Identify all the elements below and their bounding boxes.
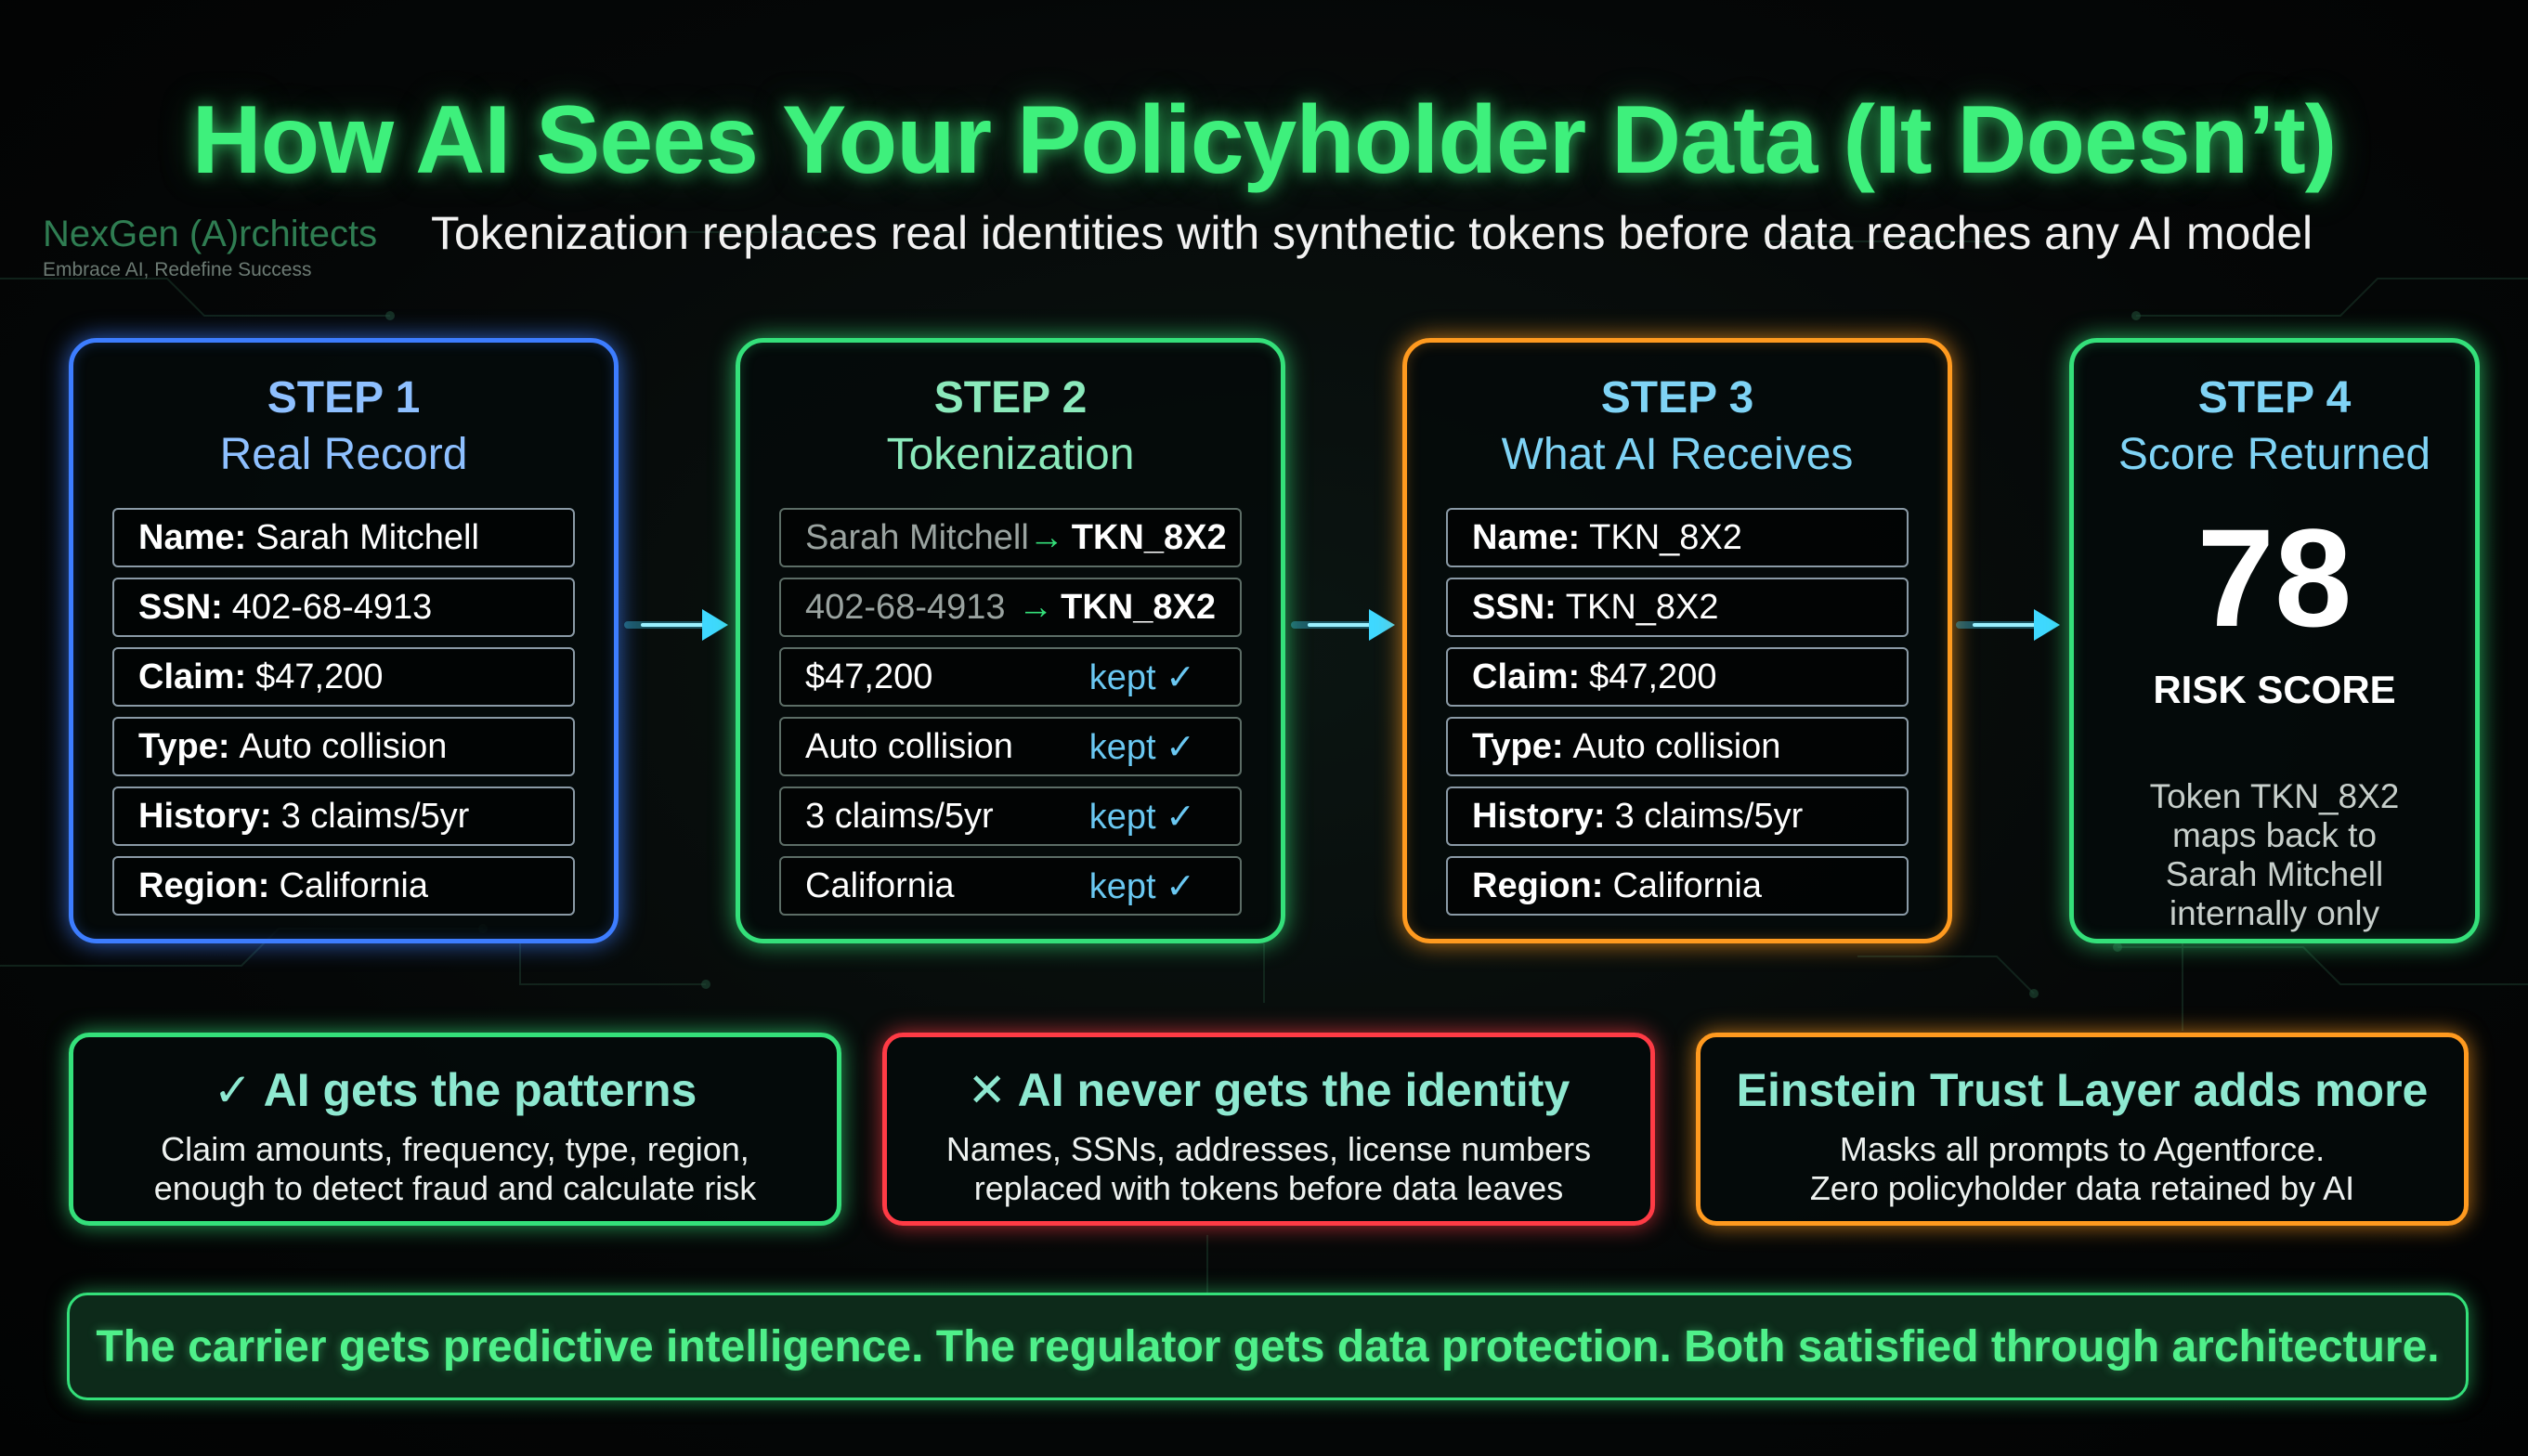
ai-row-region: Region:California <box>1446 856 1909 916</box>
token-value: →TKN_8X2 <box>1018 588 1216 628</box>
record-row-name: Name:Sarah Mitchell <box>112 508 575 567</box>
callout-line: Names, SSNs, addresses, license numbers <box>945 1130 1592 1168</box>
field-key: SSN: <box>138 587 223 627</box>
kept-status: kept ✓ <box>1088 727 1195 767</box>
flow-arrow-icon <box>1956 609 2060 641</box>
token-value: →TKN_8X2 <box>1029 518 1227 558</box>
field-value: California <box>279 865 428 905</box>
original-value: 3 claims/5yr <box>805 796 994 836</box>
page-subtitle: Tokenization replaces real identities wi… <box>431 207 2313 259</box>
field-value: 3 claims/5yr <box>1614 796 1804 836</box>
field-key: SSN: <box>1472 587 1557 627</box>
field-key: History: <box>138 796 272 836</box>
step-1-card: STEP 1 Real Record Name:Sarah Mitchell S… <box>69 338 619 943</box>
step-title: Real Record <box>219 430 468 479</box>
record-row-ssn: SSN:402-68-4913 <box>112 578 575 637</box>
field-value: Auto collision <box>1572 726 1781 766</box>
kept-status: kept ✓ <box>1088 866 1195 906</box>
callout-body: Claim amounts, frequency, type, region, … <box>73 1130 837 1208</box>
token-row-type: Auto collision kept ✓ <box>779 717 1242 776</box>
page-title: How AI Sees Your Policyholder Data (It D… <box>191 86 2338 194</box>
field-key: Name: <box>138 517 247 557</box>
token-row-region: California kept ✓ <box>779 856 1242 916</box>
callout-title: ✓ AI gets the patterns <box>213 1064 697 1116</box>
callout-title: ✕ AI never gets the identity <box>967 1064 1570 1116</box>
arrow-right-icon: → <box>1018 587 1054 627</box>
step-number: STEP 4 <box>2197 373 2352 422</box>
token-row-ssn: 402-68-4913 →TKN_8X2 <box>779 578 1242 637</box>
callout-title: Einstein Trust Layer adds more <box>1736 1064 2429 1116</box>
record-row-history: History:3 claims/5yr <box>112 786 575 846</box>
ai-row-ssn: SSN:TKN_8X2 <box>1446 578 1909 637</box>
token-row-history: 3 claims/5yr kept ✓ <box>779 786 1242 846</box>
summary-banner: The carrier gets predictive intelligence… <box>67 1293 2469 1400</box>
field-key: Claim: <box>138 656 247 696</box>
flow-arrow-icon <box>1291 609 1395 641</box>
original-value: 402-68-4913 <box>805 587 1006 627</box>
ai-row-type: Type:Auto collision <box>1446 717 1909 776</box>
field-value: 3 claims/5yr <box>280 796 470 836</box>
field-value: California <box>1612 865 1762 905</box>
token-text: TKN_8X2 <box>1061 587 1216 627</box>
original-value: Sarah Mitchell <box>805 517 1029 557</box>
ai-row-name: Name:TKN_8X2 <box>1446 508 1909 567</box>
record-row-region: Region:California <box>112 856 575 916</box>
kept-status: kept ✓ <box>1088 797 1195 837</box>
field-key: Region: <box>138 865 270 905</box>
step-3-card: STEP 3 What AI Receives Name:TKN_8X2 SSN… <box>1402 338 1952 943</box>
token-row-name: Sarah Mitchell→TKN_8X2 <box>779 508 1242 567</box>
callout-trust-layer: Einstein Trust Layer adds more Masks all… <box>1696 1033 2469 1226</box>
callout-line: replaced with tokens before data leaves <box>973 1169 1564 1207</box>
logo-tagline: Embrace AI, Redefine Success <box>43 259 312 280</box>
callout-line: Masks all prompts to Agentforce. <box>1839 1130 2326 1168</box>
step-title: Score Returned <box>2118 430 2431 479</box>
brand-logo: NexGen (A)rchitects Embrace AI, Redefine… <box>43 214 377 281</box>
field-key: Claim: <box>1472 656 1581 696</box>
token-row-claim: $47,200 kept ✓ <box>779 647 1242 707</box>
step-number: STEP 2 <box>933 373 1088 422</box>
step-title: What AI Receives <box>1501 430 1854 479</box>
field-key: Region: <box>1472 865 1604 905</box>
field-value: Auto collision <box>239 726 448 766</box>
callout-line: Claim amounts, frequency, type, region, <box>161 1130 749 1168</box>
token-text: TKN_8X2 <box>1071 517 1227 557</box>
field-value: $47,200 <box>255 656 384 696</box>
original-value: $47,200 <box>805 656 933 696</box>
kept-status: kept ✓ <box>1088 657 1195 697</box>
field-key: Type: <box>138 726 230 766</box>
callout-identity: ✕ AI never gets the identity Names, SSNs… <box>882 1033 1655 1226</box>
ai-row-claim: Claim:$47,200 <box>1446 647 1909 707</box>
callout-body: Masks all prompts to Agentforce. Zero po… <box>1701 1130 2464 1208</box>
record-row-type: Type:Auto collision <box>112 717 575 776</box>
field-key: Type: <box>1472 726 1564 766</box>
field-value: $47,200 <box>1589 656 1717 696</box>
logo-name: NexGen (A)rchitects <box>43 214 378 254</box>
arrow-right-icon: → <box>1028 517 1064 557</box>
original-value: Auto collision <box>805 726 1013 766</box>
step-4-card: STEP 4 Score Returned 78 RISK SCORE Toke… <box>2069 338 2480 943</box>
callout-line: enough to detect fraud and calculate ris… <box>153 1169 757 1207</box>
token-mapping-note: Token TKN_8X2 maps back to Sarah Mitchel… <box>2149 777 2400 932</box>
field-key: History: <box>1472 796 1606 836</box>
step-number: STEP 3 <box>1600 373 1754 422</box>
step-2-card: STEP 2 Tokenization Sarah Mitchell→TKN_8… <box>736 338 1285 943</box>
ai-row-history: History:3 claims/5yr <box>1446 786 1909 846</box>
field-value: 402-68-4913 <box>231 587 433 627</box>
callout-patterns: ✓ AI gets the patterns Claim amounts, fr… <box>69 1033 841 1226</box>
risk-score-label: RISK SCORE <box>2153 668 2396 711</box>
callout-body: Names, SSNs, addresses, license numbers … <box>887 1130 1650 1208</box>
flow-arrow-icon <box>624 609 728 641</box>
step-number: STEP 1 <box>267 373 421 422</box>
field-value: TKN_8X2 <box>1589 517 1742 557</box>
field-value: TKN_8X2 <box>1565 587 1719 627</box>
record-row-claim: Claim:$47,200 <box>112 647 575 707</box>
field-key: Name: <box>1472 517 1581 557</box>
callout-line: Zero policyholder data retained by AI <box>1809 1169 2355 1207</box>
original-value: California <box>805 865 955 905</box>
step-title: Tokenization <box>886 430 1135 479</box>
risk-score-value: 78 <box>2196 500 2352 656</box>
field-value: Sarah Mitchell <box>255 517 479 557</box>
